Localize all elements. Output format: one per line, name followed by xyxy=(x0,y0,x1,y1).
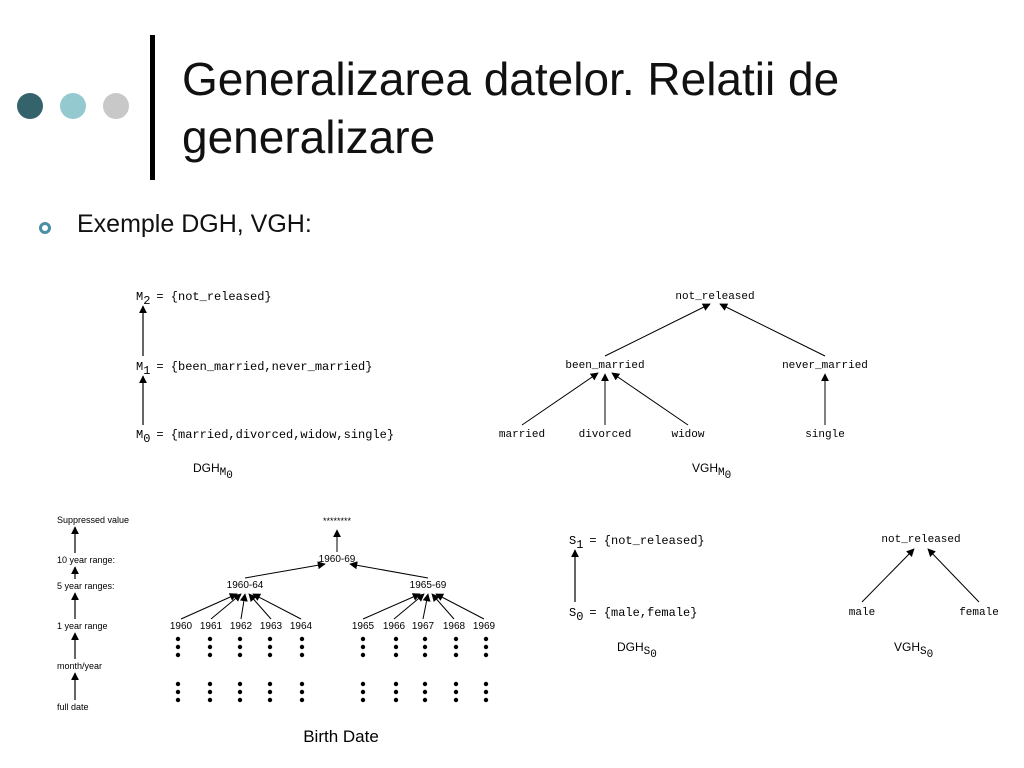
birth-year: 1966 xyxy=(383,621,406,632)
vgh-m-edge-been-root xyxy=(604,303,711,357)
birth-level-10-year: 10 year range: xyxy=(57,555,115,565)
birth-edge-year xyxy=(180,593,238,620)
vgh-m-widow: widow xyxy=(671,429,704,441)
slide-title-line-1: Generalizarea datelor. Relatii de xyxy=(182,53,840,105)
dots-col-2 xyxy=(207,636,213,703)
birth-year: 1960 xyxy=(170,621,193,632)
birth-edge-year xyxy=(239,593,248,620)
gray-dot-decoration xyxy=(103,93,129,119)
title-divider xyxy=(150,35,155,180)
birth-edge-year xyxy=(422,593,431,620)
birth-edge-year xyxy=(210,593,242,620)
birth-edge-year xyxy=(393,593,425,620)
dots-col-10 xyxy=(483,636,489,703)
birth-level-full-date: full date xyxy=(57,702,89,712)
birth-edge-year xyxy=(435,593,485,620)
dgh-sex-diagram: S1= {not_released} S0= {male,female} DGH… xyxy=(569,534,705,661)
dots-col-6 xyxy=(360,636,366,703)
birth-date-diagram: Suppressed value 10 year range: 5 year r… xyxy=(57,515,496,746)
birth-half-node-1: 1960-64 xyxy=(227,580,264,591)
vgh-m-never-married: never_married xyxy=(782,360,868,372)
birth-ellipsis-dots xyxy=(175,636,489,703)
vgh-m-edge-married xyxy=(521,372,599,426)
bullet-icon xyxy=(39,222,51,234)
vgh-m-root: not_released xyxy=(675,291,754,303)
birth-edge-half2-decade xyxy=(349,561,429,579)
birth-edge-year xyxy=(252,593,302,620)
dgh-m-level-2: M2= {not_released} xyxy=(136,290,272,308)
vgh-m-married: married xyxy=(499,429,545,441)
teal-dot-decoration xyxy=(60,93,86,119)
birth-level-suppressed: Suppressed value xyxy=(57,515,129,525)
vgh-m-divorced: divorced xyxy=(579,429,632,441)
slide-title-line-2: generalizare xyxy=(182,111,436,163)
vgh-s-male: male xyxy=(849,607,875,619)
birth-year: 1969 xyxy=(473,621,496,632)
dgh-m-level-0: M0= {married,divorced,widow,single} xyxy=(136,428,394,446)
vgh-s-root: not_released xyxy=(881,534,960,546)
birth-half-node-2: 1965-69 xyxy=(410,580,447,591)
dgh-s-level-1: S1= {not_released} xyxy=(569,534,705,552)
dots-col-1 xyxy=(175,636,181,703)
vgh-m-edge-widow xyxy=(611,372,689,426)
dots-col-3 xyxy=(237,636,243,703)
vgh-s-caption: VGHS0 xyxy=(894,640,933,661)
dark-dot-decoration xyxy=(17,93,43,119)
vgh-s-female: female xyxy=(959,607,999,619)
birth-level-1-year: 1 year range xyxy=(57,621,108,631)
birth-year: 1964 xyxy=(290,621,313,632)
dots-col-7 xyxy=(393,636,399,703)
birth-year: 1968 xyxy=(443,621,466,632)
vgh-m-single: single xyxy=(805,429,845,441)
dots-col-4 xyxy=(267,636,273,703)
dgh-m-level-1: M1= {been_married,never_married} xyxy=(136,360,372,378)
birth-year: 1963 xyxy=(260,621,283,632)
birth-edge-year xyxy=(362,593,421,620)
dgh-s-level-0: S0= {male,female} xyxy=(569,606,697,624)
birth-level-5-year: 5 year ranges: xyxy=(57,581,115,591)
dgh-marital-diagram: M2= {not_released} M1= {been_married,nev… xyxy=(136,290,394,482)
dgh-s-caption: DGHS0 xyxy=(617,640,657,661)
vgh-m-edge-never-root xyxy=(719,303,826,357)
birth-year: 1967 xyxy=(412,621,435,632)
dgh-m-caption: DGHM0 xyxy=(193,461,233,482)
dots-col-8 xyxy=(422,636,428,703)
vgh-marital-diagram: not_released been_married never_married … xyxy=(499,291,868,482)
birth-level-month-year: month/year xyxy=(57,661,102,671)
dots-col-9 xyxy=(453,636,459,703)
birth-edge-half1-decade xyxy=(244,561,326,579)
vgh-s-edge-female xyxy=(927,548,980,603)
slide-title: Generalizarea datelor. Relatii de genera… xyxy=(182,50,982,166)
birth-year: 1961 xyxy=(200,621,223,632)
vgh-m-caption: VGHM0 xyxy=(692,461,731,482)
vgh-m-been-married: been_married xyxy=(565,360,644,372)
birth-date-caption: Birth Date xyxy=(303,727,379,746)
vgh-s-edge-male xyxy=(861,548,915,603)
birth-year: 1965 xyxy=(352,621,375,632)
dots-col-5 xyxy=(299,636,305,703)
vgh-sex-diagram: not_released male female VGHS0 xyxy=(849,534,999,661)
birth-year: 1962 xyxy=(230,621,253,632)
bullet-text: Exemple DGH, VGH: xyxy=(77,210,312,238)
birth-decade-node: 1960-69 xyxy=(319,554,356,565)
birth-suppressed-node: ******** xyxy=(323,516,352,526)
